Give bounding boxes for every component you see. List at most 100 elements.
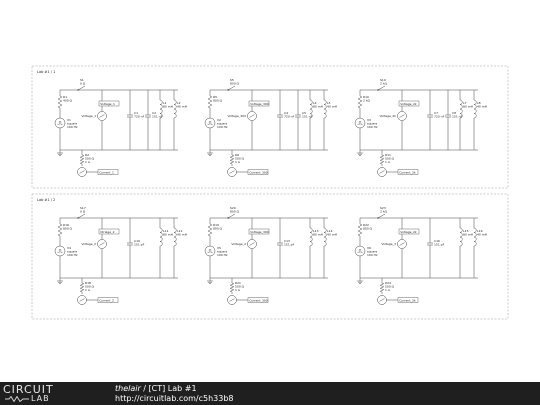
resistor-symbol <box>379 282 385 293</box>
capacitor-label: 151 nF <box>452 115 463 119</box>
capacitor-label: C16 <box>434 239 440 243</box>
switch-label: 0 Ω <box>80 210 86 214</box>
ammeter-icon-needle <box>229 298 235 302</box>
resistor-top-label: 800 Ω <box>213 227 223 231</box>
capacitor-label: C1 <box>134 111 138 115</box>
inductor-label: L8 <box>477 101 481 105</box>
switch-symbol <box>77 85 86 91</box>
resistor-top-label: R22 <box>363 223 369 227</box>
voltage-probe-tag: Ctrlage_2 <box>100 230 114 234</box>
inductor-symbol <box>173 99 177 119</box>
voltage-source-label: 100 Hz <box>217 253 228 257</box>
capacitor-label: C8 <box>452 111 456 115</box>
capacitor-label: 720 nF <box>284 115 295 119</box>
switch-label: S23 <box>380 206 386 210</box>
author-link[interactable]: thelair <box>115 384 141 393</box>
switch-label: S17 <box>80 206 86 210</box>
inductor-symbol <box>323 99 327 119</box>
resistor-top-label: 800 Ω <box>63 227 73 231</box>
inductor-label: L5 <box>327 101 331 105</box>
resistor-symbol <box>229 154 235 165</box>
voltage-probe-tag: Voltage_2k <box>400 102 417 106</box>
square-wave-icon <box>57 249 63 253</box>
probe-label: Voltage_2 <box>81 242 96 246</box>
inductor-label: 40 mH <box>327 233 337 237</box>
inductor-symbol <box>473 227 477 247</box>
inductor-label: 40 mH <box>177 105 187 109</box>
circuit-url[interactable]: http://circuitlab.com/c5h33b8 <box>115 394 234 403</box>
voltmeter-icon-needle <box>399 242 405 246</box>
circuit-title: [CT] Lab #1 <box>148 384 197 393</box>
inductor-label: 40 mH <box>177 233 187 237</box>
voltage-probe-tag: Voltage_300 <box>250 102 269 106</box>
voltage-source-label: square <box>67 250 77 254</box>
resistor-top-label: 400 Ω <box>63 99 73 103</box>
capacitor-label: 720 nF <box>134 115 145 119</box>
voltage-source-label: square <box>217 250 227 254</box>
ammeter-icon-needle <box>79 170 85 174</box>
switch-label: 800 Ω <box>230 82 240 86</box>
inductor-label: L12 <box>177 229 183 233</box>
inductor-symbol <box>173 227 177 247</box>
ammeter-icon-needle <box>379 170 385 174</box>
probe-label: Voltage_2 <box>231 242 246 246</box>
resistor-bottom-label: 1 A <box>235 160 241 164</box>
resistor-top-label: R19 <box>213 223 219 227</box>
logo-wave-icon <box>5 396 29 402</box>
resistor-bottom-label: R2 <box>85 153 89 157</box>
resistor-bottom-label: R24 <box>385 281 391 285</box>
capacitor-label: C5 <box>302 111 306 115</box>
resistor-bottom-label: 1 A <box>85 160 91 164</box>
capacitor-label: C7 <box>434 111 438 115</box>
inductor-label: 80 mH <box>163 233 173 237</box>
voltage-source-label: V5 <box>217 246 221 250</box>
inductor-label: L13 <box>313 229 319 233</box>
square-wave-icon <box>57 121 63 125</box>
resistor-bottom-label: R21 <box>235 281 241 285</box>
inductor-label: L4 <box>313 101 317 105</box>
inductor-label: L16 <box>477 229 483 233</box>
resistor-top-label: 800 Ω <box>213 99 223 103</box>
resistor-symbol <box>379 154 385 165</box>
voltage-probe-tag-box <box>98 228 120 235</box>
inductor-label: L1 <box>163 101 167 105</box>
current-probe-tag: Current_2k <box>399 170 416 174</box>
square-wave-icon <box>357 249 363 253</box>
capacitor-label: C4 <box>284 111 288 115</box>
resistor-top-label: R1 <box>63 95 67 99</box>
inductor-label: 80 mH <box>163 105 173 109</box>
voltage-source-label: V1 <box>67 118 71 122</box>
inductor-label: 40 mH <box>477 105 487 109</box>
voltage-probe-tag-box <box>248 100 270 107</box>
circuitlab-logo[interactable]: CIRCUIT LAB <box>3 384 93 403</box>
resistor-bottom-label: 500 Ω <box>385 285 395 289</box>
voltage-source <box>204 245 216 257</box>
resistor-bottom-label: 1 A <box>85 288 91 292</box>
switch-symbol <box>377 85 386 91</box>
group-frame <box>31 193 509 320</box>
probe-label: Voltage_2k <box>380 114 397 118</box>
switch-label: S5 <box>230 78 234 82</box>
switch-label: 2 kΩ <box>380 210 388 214</box>
resistor-symbol <box>207 95 213 109</box>
voltage-probe-tag-box <box>98 100 120 107</box>
voltage-source <box>354 117 366 129</box>
resistor-bottom-label: 500 Ω <box>235 157 245 161</box>
inductor-symbol <box>309 99 313 119</box>
capacitor-label: 151 pF <box>434 243 445 247</box>
voltage-source <box>354 245 366 257</box>
voltage-source-label: 100 Hz <box>367 125 378 129</box>
inductor-symbol <box>459 99 463 119</box>
voltage-source-label: 100 Hz <box>67 125 78 129</box>
switch-symbol <box>227 213 236 219</box>
resistor-symbol <box>229 282 235 293</box>
voltage-source <box>54 117 66 129</box>
resistor-bottom-label: 1 A <box>235 288 241 292</box>
inductor-symbol <box>473 99 477 119</box>
probe-label: Voltage_1 <box>81 114 96 118</box>
ammeter-icon-needle <box>229 170 235 174</box>
voltage-source <box>204 117 216 129</box>
resistor-bottom-label: 500 Ω <box>85 157 95 161</box>
